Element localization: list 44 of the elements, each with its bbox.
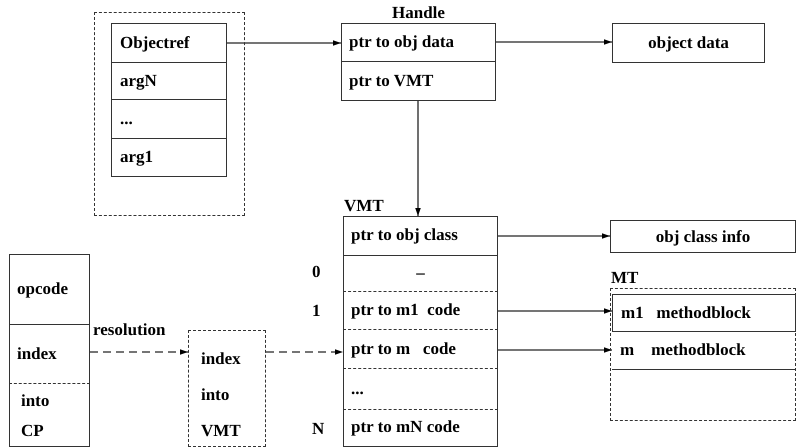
table-heading: VMT [344, 196, 384, 216]
arrow [90, 349, 188, 355]
cell-text: index [17, 344, 57, 364]
cell-text: m methodblock [620, 340, 746, 360]
table-heading: MT [611, 268, 638, 288]
arrow [266, 349, 343, 355]
table-heading: Handle [391, 3, 446, 23]
index-number: N [312, 419, 324, 439]
stack-frame-box [94, 12, 245, 216]
cell-text: ... [351, 378, 364, 398]
cell-text: ptr to VMT [349, 70, 434, 90]
cell-text: m1 methodblock [621, 303, 751, 323]
method-row [612, 294, 796, 332]
stack-row [111, 139, 227, 177]
resolved-entry-box [188, 330, 266, 447]
cell-text: Objectref [120, 33, 190, 53]
cell-text: opcode [17, 278, 68, 298]
cell-text: argN [120, 70, 157, 90]
cell-text: index into VMT [201, 348, 242, 442]
arrow [415, 101, 421, 216]
cell-text: ptr to mN code [351, 417, 460, 437]
cell-text: ptr to obj data [349, 32, 454, 52]
class-info-box [610, 220, 796, 253]
cell-text: arg1 [120, 147, 154, 167]
cell-text: ptr to obj class [351, 225, 458, 245]
arrow [496, 39, 612, 45]
index-number: 1 [312, 301, 320, 321]
arrow [498, 347, 612, 353]
instruction-box [9, 254, 90, 447]
cell-text: ... [120, 108, 133, 128]
cell-text: ptr to m1 code [351, 300, 460, 320]
cell-text: – [415, 263, 426, 283]
stack-row [111, 100, 227, 139]
cell-text: ptr to m code [351, 338, 456, 358]
cell-text: obj class info [654, 226, 752, 246]
index-number: 0 [312, 262, 320, 282]
cell-text: object data [647, 33, 730, 53]
arrow [227, 40, 341, 46]
cell-text: into CP [21, 390, 50, 442]
stack-row [111, 23, 227, 63]
object-data-box [612, 23, 765, 63]
arrow [498, 308, 612, 314]
stack-row [111, 63, 227, 100]
arrow [498, 233, 610, 239]
